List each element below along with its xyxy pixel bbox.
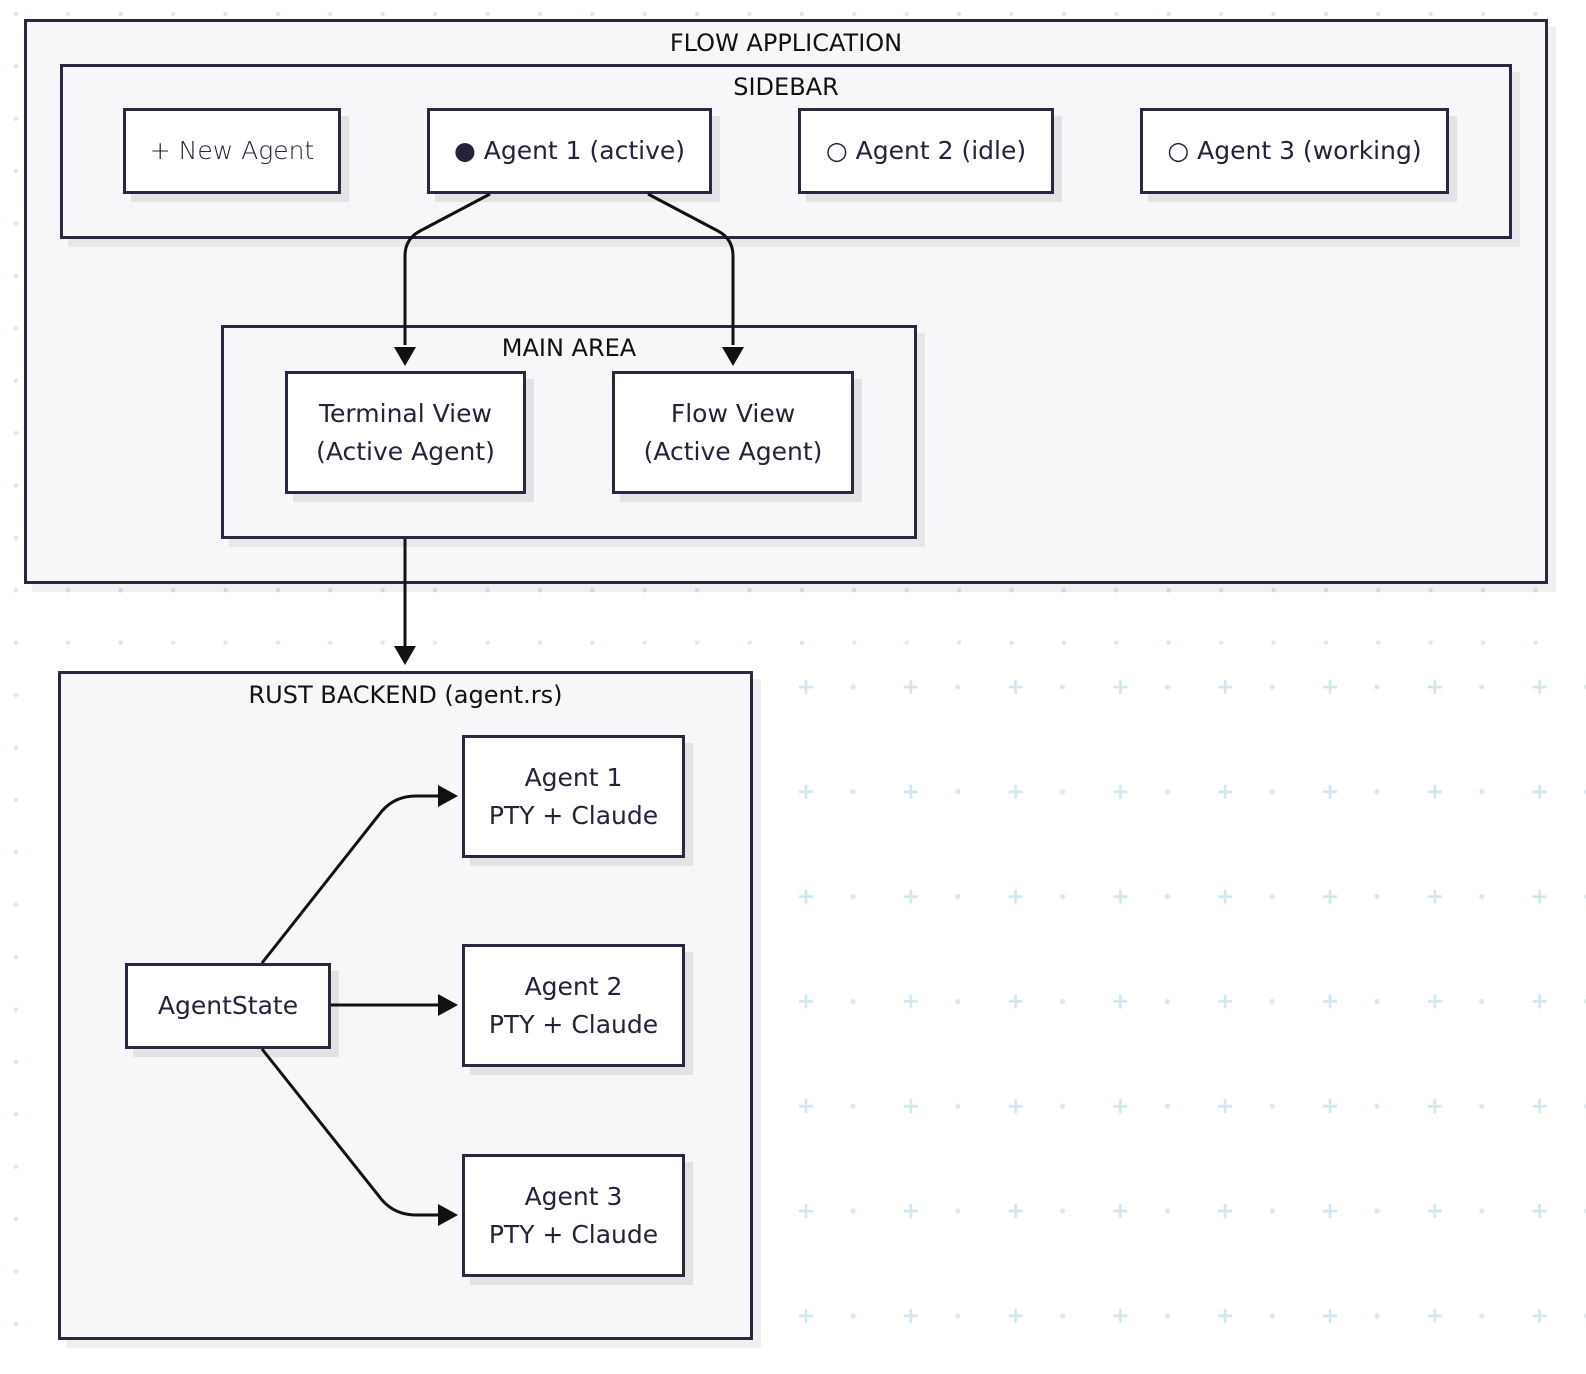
new-agent-label: + New Agent <box>149 136 315 165</box>
group-title: RUST BACKEND (agent.rs) <box>248 681 563 709</box>
node-label-line2: PTY + Claude <box>488 800 659 830</box>
sidebar-item-label: ○ Agent 2 (idle) <box>825 136 1027 165</box>
sidebar-item-agent-3[interactable]: ○ Agent 3 (working) <box>1140 108 1449 194</box>
new-agent-button[interactable]: + New Agent <box>123 108 341 194</box>
node-label-line1: Agent 1 <box>524 762 623 792</box>
sidebar-item-label: ● Agent 1 (active) <box>453 136 686 165</box>
backend-agent-2-node[interactable]: Agent 2 PTY + Claude <box>462 944 685 1067</box>
node-label-line2: (Active Agent) <box>643 436 823 466</box>
node-label-line1: Agent 2 <box>524 971 623 1001</box>
group-title: MAIN AREA <box>501 334 637 362</box>
group-title: SIDEBAR <box>733 73 839 101</box>
node-label-line1: Agent 3 <box>524 1181 623 1211</box>
node-label-line1: Flow View <box>670 398 796 428</box>
node-label-line2: PTY + Claude <box>488 1009 659 1039</box>
terminal-view-node[interactable]: Terminal View (Active Agent) <box>285 371 526 494</box>
node-label: AgentState <box>157 991 299 1020</box>
node-label-line2: (Active Agent) <box>316 436 495 466</box>
node-label-line1: Terminal View <box>319 398 492 428</box>
sidebar-item-agent-1[interactable]: ● Agent 1 (active) <box>427 108 712 194</box>
sidebar-item-label: ○ Agent 3 (working) <box>1167 136 1422 165</box>
backend-agent-1-node[interactable]: Agent 1 PTY + Claude <box>462 735 685 858</box>
flow-view-node[interactable]: Flow View (Active Agent) <box>612 371 854 494</box>
node-label-line2: PTY + Claude <box>488 1219 659 1249</box>
group-title: FLOW APPLICATION <box>669 29 903 57</box>
agent-state-node[interactable]: AgentState <box>125 963 331 1049</box>
sidebar-item-agent-2[interactable]: ○ Agent 2 (idle) <box>798 108 1054 194</box>
backend-agent-3-node[interactable]: Agent 3 PTY + Claude <box>462 1154 685 1277</box>
